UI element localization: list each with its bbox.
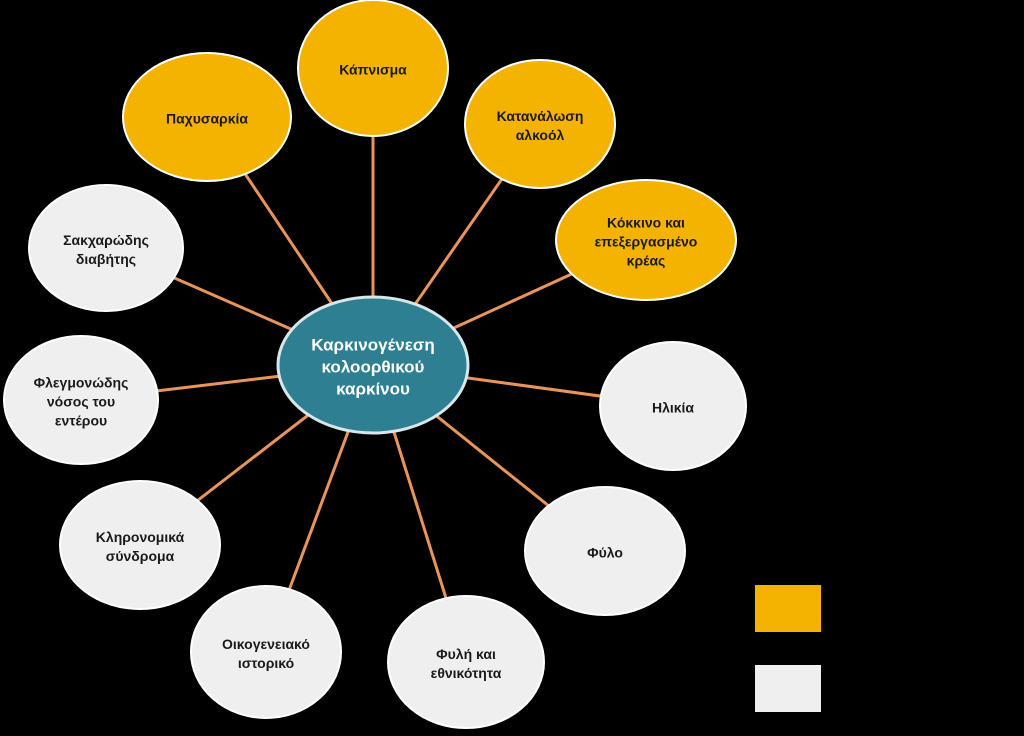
node-ilikia-label: Ηλικία — [652, 400, 694, 416]
node-kreas-label-line: επεξεργασμένο — [595, 234, 698, 250]
legend — [755, 585, 821, 712]
node-flegmonodis-shape — [3, 335, 159, 465]
node-diavitis-label-line: Σακχαρώδης — [63, 232, 149, 248]
center-node-label-line: κολοορθικού — [322, 358, 425, 377]
node-diavitis-shape — [28, 184, 184, 312]
node-istoriko-label: Οικογενειακό ιστορικό — [222, 636, 310, 671]
node-istoriko: Οικογενειακό ιστορικό — [190, 585, 342, 719]
node-alkool-shape — [464, 59, 616, 189]
node-diavitis: Σακχαρώδης διαβήτης — [28, 184, 184, 312]
node-fyli-label-line: εθνικότητα — [431, 665, 502, 681]
node-flegmonodis-label-line: Φλεγμονώδης — [34, 375, 129, 391]
node-ilikia-shape — [599, 341, 747, 471]
center-node-label-line: καρκίνου — [336, 380, 410, 399]
legend-swatch-non-modifiable — [755, 665, 821, 712]
node-alkool-label-line: Κατανάλωση — [497, 108, 584, 124]
node-diavitis-label-line: διαβήτης — [76, 251, 136, 267]
legend-swatch-modifiable — [755, 585, 821, 632]
node-kapnisma-shape — [297, 0, 449, 137]
node-kreas-label-line: Κόκκινο και — [607, 215, 685, 231]
node-paxysarkia-shape — [122, 52, 292, 182]
center-node-shape — [276, 295, 470, 435]
node-flegmonodis: Φλεγμονώδης νόσος του εντέρου — [3, 335, 159, 465]
node-syndroma-label-line: Κληρονομικά — [96, 529, 185, 545]
node-syndroma-label: Κληρονομικά σύνδρομα — [96, 529, 185, 564]
node-fylo-label-line: Φύλο — [587, 545, 623, 561]
center-node-label: Καρκινογένεση κολοορθικού καρκίνου — [311, 336, 435, 399]
node-fylo-label: Φύλο — [587, 545, 623, 561]
node-istoriko-label-line: Οικογενειακό — [222, 636, 310, 652]
node-flegmonodis-label-line: νόσος του — [47, 394, 115, 410]
node-kreas-label: Κόκκινο και επεξεργασμένο κρέας — [595, 215, 698, 269]
node-syndroma-shape — [59, 480, 221, 610]
node-istoriko-label-line: ιστορικό — [238, 655, 294, 671]
node-diavitis-label: Σακχαρώδης διαβήτης — [63, 232, 149, 267]
node-syndroma: Κληρονομικά σύνδρομα — [59, 480, 221, 610]
node-ilikia: Ηλικία — [599, 341, 747, 471]
node-alkool-label-line: αλκοόλ — [516, 127, 565, 143]
node-fyli-shape — [387, 595, 545, 729]
node-kapnisma-label: Κάπνισμα — [339, 62, 407, 78]
node-flegmonodis-label: Φλεγμονώδης νόσος του εντέρου — [34, 375, 129, 429]
node-alkool-label: Κατανάλωση αλκοόλ — [497, 108, 584, 143]
node-istoriko-shape — [190, 585, 342, 719]
node-fyli-label-line: Φυλή και — [436, 646, 496, 662]
node-kreas-label-line: κρέας — [627, 253, 666, 269]
node-kapnisma: Κάπνισμα — [297, 0, 449, 137]
center-node: Καρκινογένεση κολοορθικού καρκίνου — [276, 295, 470, 435]
node-fylo-shape — [524, 486, 686, 616]
node-fyli: Φυλή και εθνικότητα — [387, 595, 545, 729]
node-paxysarkia-label-line: Παχυσαρκία — [166, 111, 248, 127]
node-paxysarkia: Παχυσαρκία — [122, 52, 292, 182]
center-node-label-line: Καρκινογένεση — [311, 336, 435, 355]
node-ilikia-label-line: Ηλικία — [652, 400, 694, 416]
node-alkool: Κατανάλωση αλκοόλ — [464, 59, 616, 189]
node-fylo: Φύλο — [524, 486, 686, 616]
node-paxysarkia-label: Παχυσαρκία — [166, 111, 248, 127]
node-flegmonodis-label-line: εντέρου — [55, 413, 107, 429]
node-fyli-label: Φυλή και εθνικότητα — [431, 646, 502, 681]
node-kreas: Κόκκινο και επεξεργασμένο κρέας — [555, 179, 737, 301]
node-kapnisma-label-line: Κάπνισμα — [339, 62, 407, 78]
node-syndroma-label-line: σύνδρομα — [106, 548, 175, 564]
node-kreas-shape — [555, 179, 737, 301]
